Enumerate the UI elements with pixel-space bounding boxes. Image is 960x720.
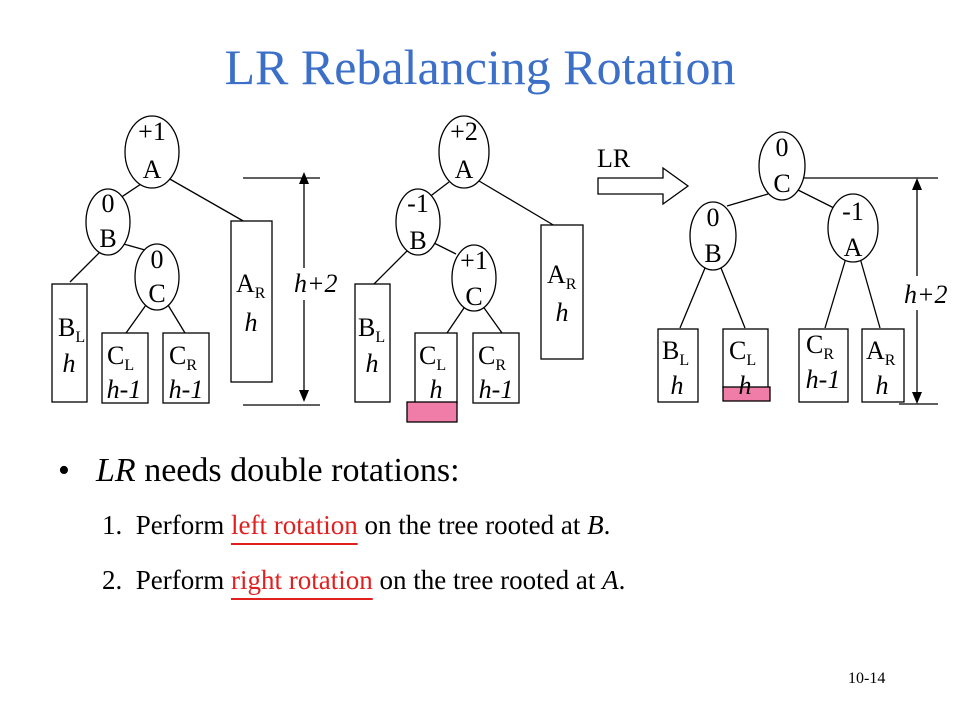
- tree-1: +1 A 0 B 0 C BL h CL h-1 CR h-1 AR h h+2: [51, 115, 338, 406]
- node-c-balance: 0: [151, 245, 164, 274]
- step-1: 1. Perform left rotation on the tree roo…: [102, 510, 610, 541]
- bullet-text: needs double rotations:: [135, 452, 460, 489]
- node-c-label: C: [148, 279, 165, 308]
- highlight-right-rotation: right rotation: [230, 565, 373, 595]
- node-b-label: B: [409, 226, 426, 255]
- subtree-cr-label: CR: [478, 341, 506, 374]
- bullet-item: • LR needs double rotations:: [58, 452, 460, 490]
- step-node: A: [602, 565, 619, 595]
- inserted-node-marker: [722, 386, 771, 402]
- step-end: .: [618, 565, 626, 595]
- node-c-balance: 0: [776, 133, 789, 162]
- node-b: [395, 188, 441, 256]
- node-b-label: B: [704, 239, 721, 268]
- node-a-balance: +1: [138, 117, 166, 146]
- slide-title: LR Rebalancing Rotation: [224, 39, 736, 95]
- subtree-ar-height: h: [245, 308, 258, 337]
- node-b: [689, 201, 737, 271]
- node-a-label: A: [844, 233, 863, 262]
- node-b-balance: 0: [102, 189, 115, 218]
- node-c-balance: +1: [460, 246, 488, 275]
- step-text: on the tree rooted at: [372, 565, 603, 595]
- step-end: .: [603, 510, 611, 540]
- subtree-cl-height: h: [739, 371, 752, 400]
- inserted-node-marker: [406, 401, 458, 423]
- subtree-ar: [540, 224, 584, 360]
- height-span-label: h+2: [294, 269, 338, 298]
- subtree-cl: [414, 332, 458, 404]
- node-a: [827, 193, 879, 263]
- node-a: [124, 115, 180, 189]
- subtree-cr-height: h-1: [806, 365, 841, 394]
- node-b: [85, 188, 131, 256]
- arrow-label: LR: [597, 144, 631, 173]
- subtree-cr: [472, 332, 520, 404]
- subtree-cl: [722, 328, 769, 389]
- subtree-bl: [51, 283, 88, 403]
- subtree-cr-height: h-1: [479, 375, 514, 404]
- right-arrow-icon: [597, 166, 690, 206]
- subtree-cl-label: CL: [107, 341, 134, 374]
- subtree-ar-label: AR: [547, 260, 577, 293]
- node-a-balance: -1: [842, 197, 864, 226]
- subtree-cr: [162, 332, 210, 404]
- subtree-bl-height: h: [671, 371, 684, 400]
- height-span-label: h+2: [904, 280, 948, 309]
- subtree-bl-height: h: [63, 349, 76, 378]
- subtree-bl-label: BL: [58, 313, 85, 346]
- subtree-bl: [354, 283, 391, 403]
- node-c: [134, 243, 180, 311]
- subtree-bl: [657, 328, 699, 403]
- node-a: [438, 115, 490, 189]
- node-a-label: A: [455, 155, 474, 184]
- subtree-cl-height: h-1: [107, 375, 142, 404]
- highlight-left-rotation: left rotation: [230, 510, 358, 540]
- subtree-ar-label: AR: [866, 336, 896, 369]
- subtree-bl-label: BL: [662, 336, 689, 369]
- subtree-cl-label: CL: [419, 341, 446, 374]
- node-c: [451, 244, 497, 312]
- slide-number: 10-14: [848, 670, 886, 687]
- bullet-dot: •: [58, 452, 70, 489]
- tree-2: +2 A -1 B +1 C BL h CL h CR h-1 AR h: [354, 115, 584, 423]
- node-b-label: B: [99, 224, 116, 253]
- node-b-balance: -1: [407, 189, 429, 218]
- subtree-cl-height: h: [430, 375, 443, 404]
- lr-arrow: LR: [597, 144, 690, 206]
- subtree-cr-label: CR: [806, 330, 834, 363]
- subtree-cr-height: h-1: [169, 375, 204, 404]
- subtree-ar-height: h: [876, 371, 889, 400]
- step-text: Perform: [135, 565, 231, 595]
- node-b-balance: 0: [707, 203, 720, 232]
- subtree-ar-label: AR: [236, 269, 266, 302]
- subtree-bl-height: h: [366, 349, 379, 378]
- node-a-balance: +2: [450, 117, 478, 146]
- node-a-label: A: [143, 155, 162, 184]
- step-number: 2.: [102, 565, 123, 595]
- tree-3: 0 C 0 B -1 A BL h CL h CR h-1 AR h h+2: [657, 131, 948, 405]
- step-2: 2. Perform right rotation on the tree ro…: [102, 565, 625, 596]
- step-number: 1.: [102, 510, 123, 540]
- subtree-cr-label: CR: [169, 341, 197, 374]
- lr-rotation-diagram: +1 A 0 B 0 C BL h CL h-1 CR h-1 AR h h+2…: [51, 115, 948, 423]
- step-text: Perform: [135, 510, 231, 540]
- subtree-ar-height: h: [556, 298, 569, 327]
- subtree-bl-label: BL: [358, 313, 385, 346]
- subtree-ar: [861, 328, 905, 403]
- subtree-cl-label: CL: [729, 336, 756, 369]
- step-node: B: [587, 510, 604, 540]
- subtree-cl: [101, 332, 149, 404]
- subtree-ar: [230, 220, 273, 383]
- subtree-cr: [798, 328, 849, 403]
- node-c: [758, 131, 806, 201]
- bullet-lead: LR: [96, 452, 136, 489]
- node-c-label: C: [465, 282, 482, 311]
- node-c-label: C: [773, 169, 790, 198]
- step-text: on the tree rooted at: [357, 510, 588, 540]
